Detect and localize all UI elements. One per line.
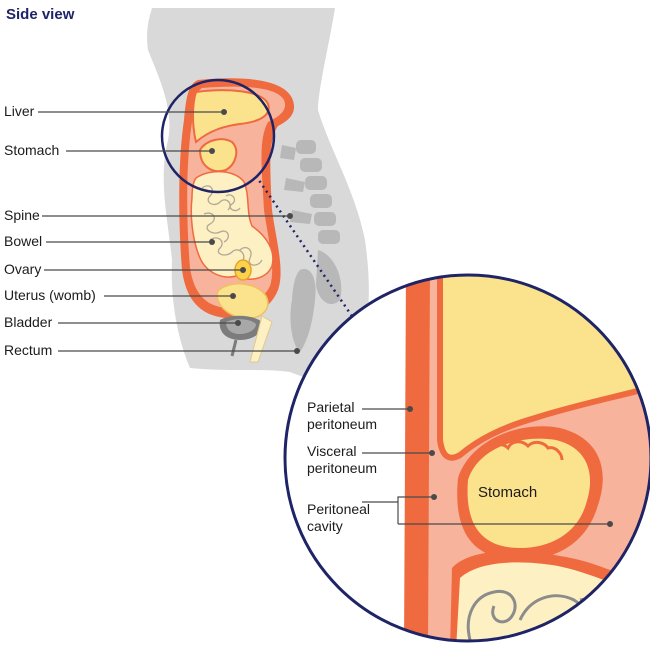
urethra-shape [230, 339, 238, 357]
title: Side view [6, 6, 75, 23]
label-ovary: Ovary [4, 261, 42, 277]
label-rectum: Rectum [4, 342, 53, 358]
label-uterus: Uterus (womb) [4, 287, 96, 303]
label-parietal-line2: peritoneum [307, 416, 378, 432]
label-visceral-peritoneum: Visceral peritoneum [307, 443, 377, 477]
label-visceral-line2: peritoneum [307, 460, 378, 476]
label-visceral-line1: Visceral [307, 443, 357, 459]
label-cavity-line2: cavity [307, 518, 343, 534]
liver-shape [192, 89, 270, 144]
leader-dots [209, 109, 613, 527]
label-liver: Liver [4, 103, 35, 119]
label-zoom-stomach: Stomach [478, 484, 538, 501]
stomach-shape [198, 138, 238, 173]
leader-lines [38, 111, 610, 525]
label-parietal-line1: Parietal [307, 399, 355, 415]
label-cavity-line1: Peritoneal [307, 501, 371, 517]
zoom-circle [283, 273, 650, 643]
bowel-coils [201, 185, 263, 266]
label-parietal-peritoneum: Parietal peritoneum [307, 399, 377, 433]
focus-circle [160, 78, 276, 194]
spine-shape [280, 140, 342, 305]
label-bowel: Bowel [4, 233, 43, 249]
label-peritoneal-cavity: Peritoneal cavity [307, 501, 370, 535]
label-stomach: Stomach [4, 142, 60, 158]
rectum-shape [290, 268, 316, 352]
label-bladder: Bladder [4, 314, 53, 330]
label-spine: Spine [4, 207, 40, 223]
